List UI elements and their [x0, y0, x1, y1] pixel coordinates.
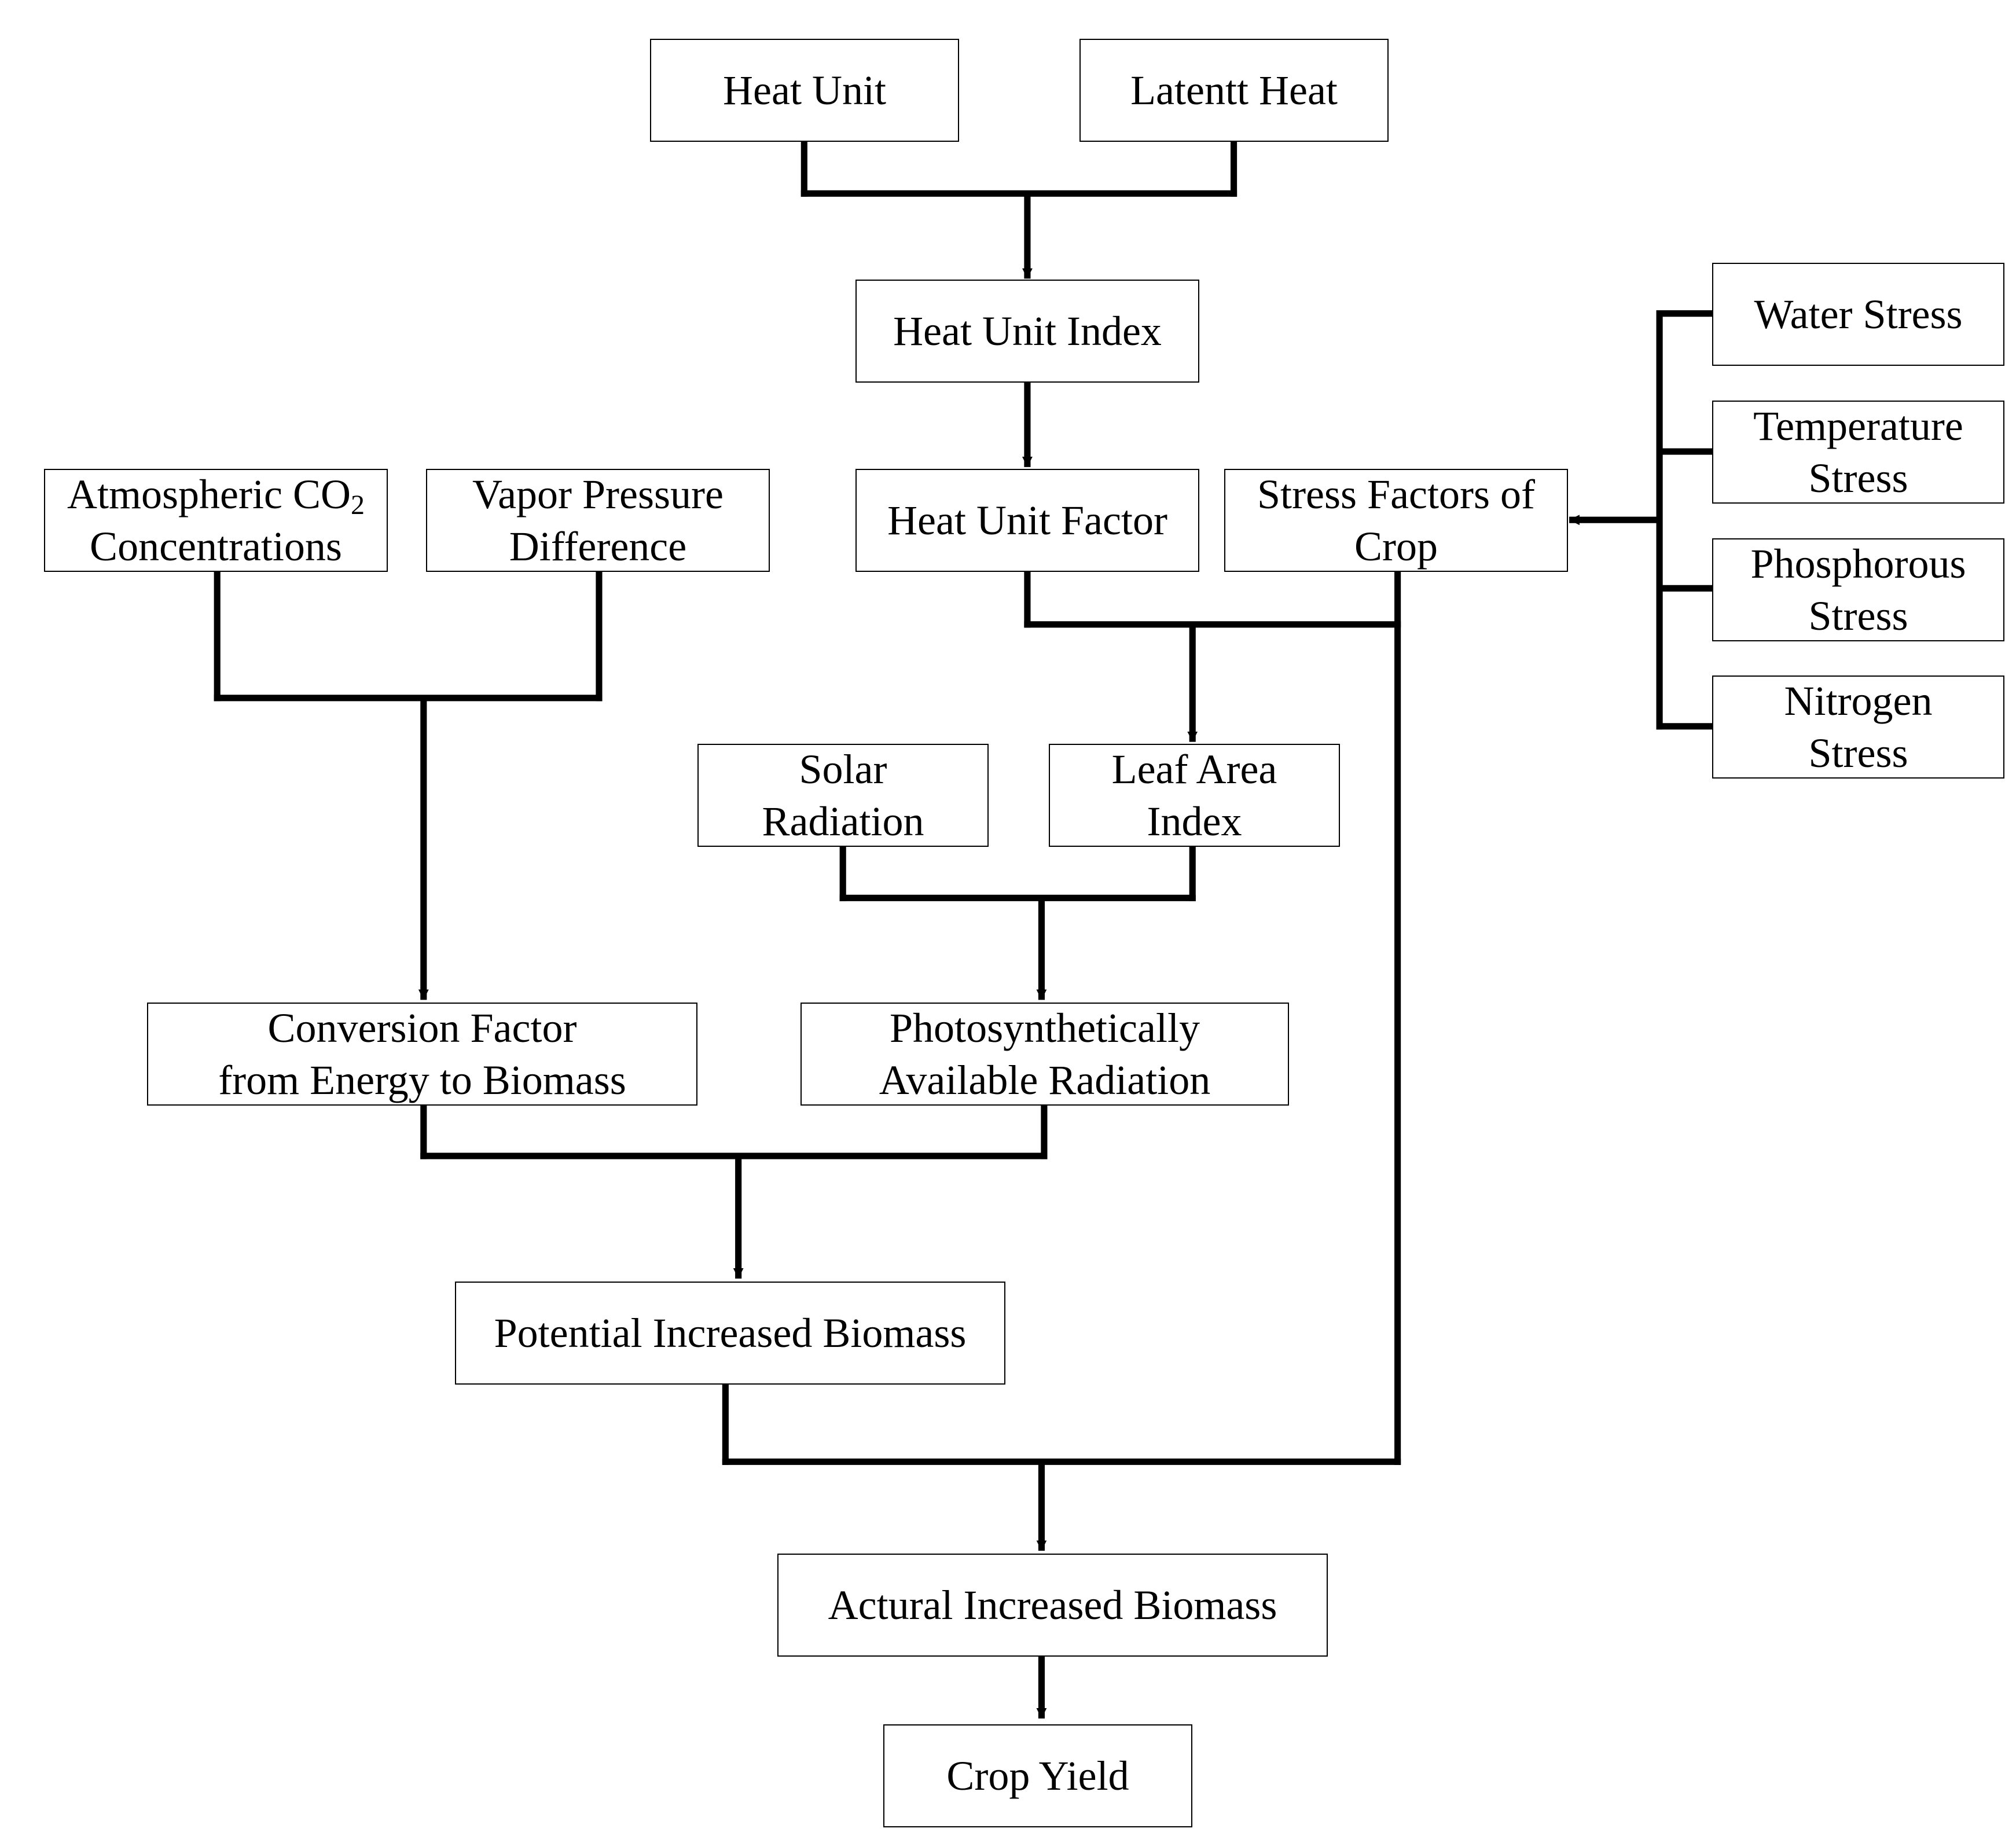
- heat-unit-index-node: Heat Unit Index: [855, 280, 1199, 383]
- atmospheric-co2-text: Atmospheric CO: [67, 471, 351, 517]
- crop-yield-label: Crop Yield: [946, 1753, 1129, 1799]
- vapor-pressure-label-line-1: Vapor Pressure: [472, 471, 724, 517]
- nitrogen-stress-label-line-2: Stress: [1808, 730, 1908, 776]
- par-label-line-2: Available Radiation: [879, 1057, 1211, 1103]
- vapor-pressure-node: Vapor Pressure Difference: [426, 469, 770, 572]
- water-stress-label: Water Stress: [1754, 291, 1963, 337]
- atmospheric-co2-node: Atmospheric CO2 Concentrations: [44, 469, 388, 572]
- temperature-stress-label-line-2: Stress: [1808, 455, 1908, 501]
- atmospheric-co2-label-line-1: Atmospheric CO2: [67, 468, 365, 520]
- conversion-factor-node: Conversion Factor from Energy to Biomass: [147, 1003, 697, 1106]
- heat-unit-factor-node: Heat Unit Factor: [855, 469, 1199, 572]
- conversion-factor-label-line-2: from Energy to Biomass: [218, 1057, 626, 1103]
- stress-factors-label-line-2: Crop: [1354, 523, 1438, 570]
- heat-unit-node: Heat Unit: [650, 39, 959, 142]
- stress-factors-label-line-1: Stress Factors of: [1257, 471, 1535, 517]
- nitrogen-stress-label-line-1: Nitrogen: [1784, 678, 1933, 724]
- co2-subscript: 2: [350, 490, 365, 520]
- solar-radiation-node: Solar Radiation: [697, 744, 989, 847]
- leaf-area-index-label-line-2: Index: [1147, 798, 1242, 845]
- potential-biomass-label: Potential Increased Biomass: [494, 1310, 967, 1356]
- crop-yield-node: Crop Yield: [883, 1724, 1192, 1827]
- leaf-area-index-label-line-1: Leaf Area: [1111, 746, 1277, 792]
- nitrogen-stress-node: Nitrogen Stress: [1712, 675, 2004, 779]
- temperature-stress-node: Temperature Stress: [1712, 401, 2004, 504]
- atmospheric-co2-label-line-2: Concentrations: [90, 523, 342, 570]
- phosphorous-stress-label-line-1: Phosphorous: [1750, 541, 1966, 587]
- water-stress-node: Water Stress: [1712, 263, 2004, 366]
- vapor-pressure-label-line-2: Difference: [509, 523, 687, 570]
- actual-biomass-label: Actural Increased Biomass: [828, 1582, 1277, 1628]
- stress-factors-node: Stress Factors of Crop: [1224, 469, 1568, 572]
- latent-heat-node: Latentt Heat: [1079, 39, 1389, 142]
- heat-unit-label: Heat Unit: [723, 67, 886, 113]
- conversion-factor-label-line-1: Conversion Factor: [267, 1005, 577, 1051]
- actual-biomass-node: Actural Increased Biomass: [777, 1554, 1328, 1657]
- potential-biomass-node: Potential Increased Biomass: [455, 1282, 1005, 1385]
- solar-radiation-label-line-2: Radiation: [762, 798, 924, 845]
- solar-radiation-label-line-1: Solar: [799, 746, 887, 792]
- temperature-stress-label-line-1: Temperature: [1753, 403, 1963, 449]
- heat-unit-index-label: Heat Unit Index: [893, 308, 1162, 354]
- par-label-line-1: Photosynthetically: [890, 1005, 1200, 1051]
- par-node: Photosynthetically Available Radiation: [800, 1003, 1289, 1106]
- latent-heat-label: Latentt Heat: [1130, 67, 1338, 113]
- leaf-area-index-node: Leaf Area Index: [1049, 744, 1340, 847]
- phosphorous-stress-label-line-2: Stress: [1808, 593, 1908, 639]
- phosphorous-stress-node: Phosphorous Stress: [1712, 538, 2004, 641]
- heat-unit-factor-label: Heat Unit Factor: [887, 497, 1167, 544]
